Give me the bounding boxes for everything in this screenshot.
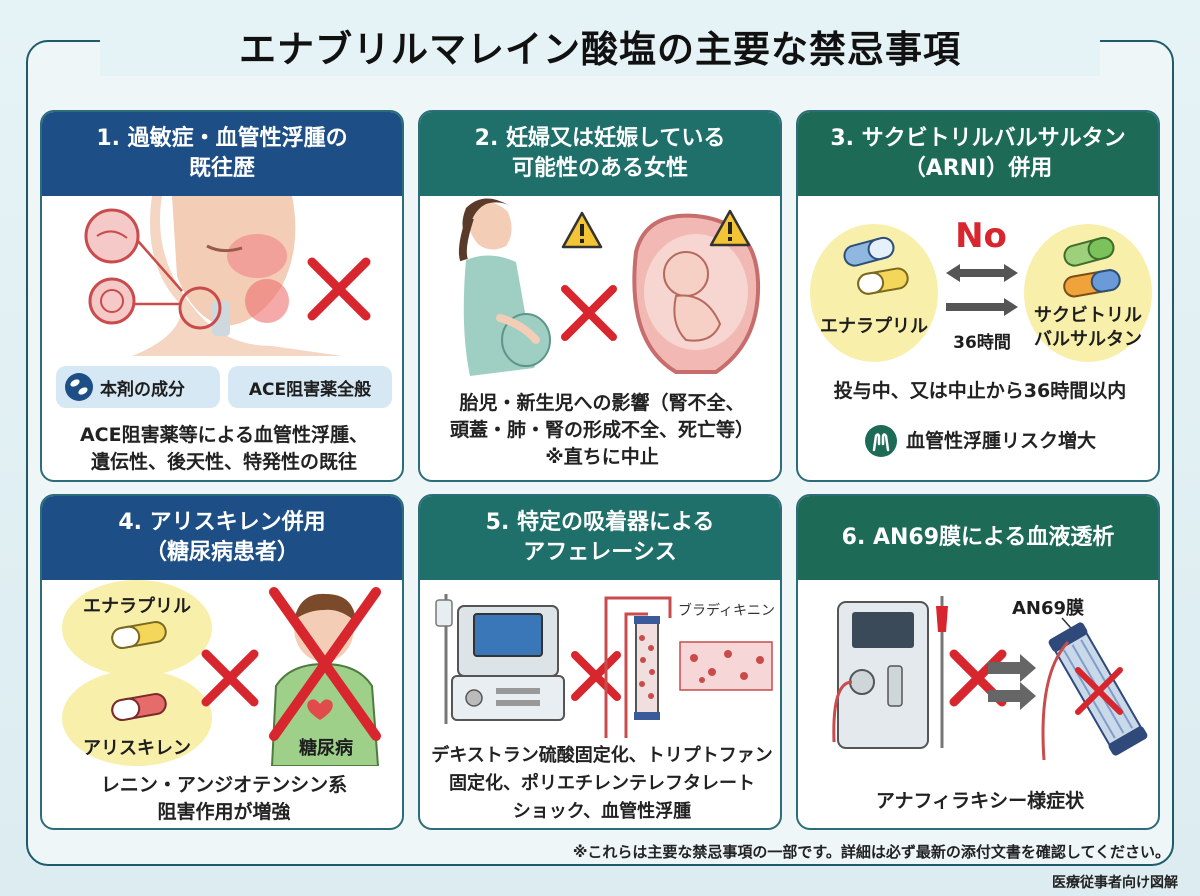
body-line: デキストラン硫酸固定化、トリプトファン [431, 745, 773, 766]
card-pregnancy: 2. 妊婦又は妊娠している 可能性のある女性 胎児・新生児への影響（腎不全、 頭… [418, 110, 782, 482]
contraindication-cross-icon [307, 257, 371, 321]
card-hypersensitivity: 1. 過敏症・血管性浮腫の 既往歴 本剤の成分 ACE阻害薬全般 ACE阻害薬等… [40, 110, 404, 482]
diabetes-patient-illustration [269, 587, 381, 766]
warning-icon [709, 209, 751, 247]
card-header-line: 2. 妊婦又は妊娠している [474, 126, 726, 151]
apheresis-machine-illustration [435, 594, 565, 724]
risk-row: 血管性浮腫リスク増大 [798, 424, 1158, 458]
no-label: No [955, 216, 1007, 256]
patient-label: 糖尿病 [299, 738, 353, 759]
title-bar: エナブリルマレイン酸塩の主要な禁忌事項 [100, 24, 1100, 76]
card-header: 5. 特定の吸着器による アフェレーシス [420, 496, 780, 580]
pill-own-ingredient: 本剤の成分 [56, 366, 220, 408]
body-line: 胎児・新生児への影響（腎不全、 [459, 392, 745, 414]
contraindication-cross-icon [201, 649, 259, 707]
contraindication-cross-icon [571, 651, 621, 701]
pill-label: ACE阻害薬全般 [248, 379, 372, 400]
an69-dialyzer-illustration [1041, 617, 1148, 761]
capsule-icon [1063, 236, 1121, 298]
card-header-line: 6. AN69膜による血液透析 [841, 525, 1115, 550]
pill-capsule-icon [65, 373, 93, 401]
card-header-line: 既往歴 [188, 156, 255, 181]
body-line: 頭蓋・肺・腎の形成不全、死亡等） [449, 419, 754, 441]
card-header: 2. 妊婦又は妊娠している 可能性のある女性 [420, 112, 780, 196]
card-apheresis: 5. 特定の吸着器による アフェレーシス ブラディキニン デキストラン硫酸固定化… [418, 494, 782, 830]
drug-label-aliskiren: アリスキレン [83, 738, 191, 759]
interval-label: 36時間 [953, 333, 1011, 353]
bradykinin-label: ブラディキニン [678, 603, 776, 619]
body-line: ※直ちに中止 [545, 446, 659, 468]
drug-label-sacubitril: サクビトリル バルサルタン [1024, 304, 1152, 352]
pill-ace-inhibitors: ACE阻害薬全般 [228, 366, 392, 408]
body-line: 固定化、ポリエチレンテレフタレート [449, 773, 755, 794]
bradykinin-vessel-illustration [679, 641, 773, 691]
an69-label: AN69膜 [1011, 598, 1085, 619]
card-header-line: 1. 過敏症・血管性浮腫の [96, 126, 348, 151]
card-header: 3. サクビトリルバルサルタン （ARNI）併用 [798, 112, 1158, 196]
right-arrow-icon [988, 654, 1036, 710]
pill-label: 本剤の成分 [100, 379, 185, 400]
card-header-line: 4. アリスキレン併用 [118, 510, 326, 535]
card-header-line: 3. サクビトリルバルサルタン [830, 126, 1126, 151]
card-body-text: ACE阻害薬等による血管性浮腫、 遺伝性、後天性、特発性の既往 [42, 422, 402, 476]
double-arrow-icon [946, 264, 1018, 282]
fetus-uterus-illustration [632, 213, 761, 374]
card-header-line: アフェレーシス [523, 540, 677, 565]
body-line: 遺伝性、後天性、特発性の既往 [90, 451, 357, 473]
body-line: 阻害作用が増強 [157, 801, 291, 823]
card-header-line: （ARNI）併用 [903, 156, 1053, 181]
body-line: ショック、血管性浮腫 [512, 801, 692, 822]
warning-icon [561, 211, 603, 249]
right-arrow-icon [946, 298, 1018, 316]
capsule-icon [843, 236, 909, 295]
card-body-text: 投与中、又は中止から36時間以内 [833, 380, 1127, 402]
risk-label: 血管性浮腫リスク増大 [905, 429, 1096, 452]
footnote: ※これらは主要な禁忌事項の一部です。詳細は必ず最新の添付文書を確認してください。 [572, 843, 1170, 861]
card-header-line: 5. 特定の吸着器による [485, 510, 715, 535]
body-line: ACE阻害薬等による血管性浮腫、 [79, 424, 369, 446]
drug-label-enalapril: エナラプリル [83, 596, 191, 617]
pregnant-woman-illustration [458, 198, 551, 376]
dialysis-machine-illustration [832, 596, 948, 749]
credit-label: 医療従事者向け図解 [1052, 875, 1178, 891]
capsule-icon [111, 693, 167, 721]
card-body-text: 胎児・新生児への影響（腎不全、 頭蓋・肺・腎の形成不全、死亡等） ※直ちに中止 [420, 390, 780, 471]
card-header-line: 可能性のある女性 [511, 156, 688, 181]
capsule-icon [111, 621, 167, 649]
drug-label-line: サクビトリル [1034, 305, 1142, 326]
card-header: 6. AN69膜による血液透析 [798, 496, 1158, 580]
card-body-text: アナフィラキシー様症状 [875, 790, 1085, 812]
card-aliskiren: 4. アリスキレン併用 （糖尿病患者） エナラプリル アリスキレン 糖尿病 レニ… [40, 494, 404, 830]
drug-label-enalapril: エナラプリル [820, 316, 928, 337]
card-body-text: レニン・アンジオテンシン系 阻害作用が増強 [42, 772, 402, 826]
card-body-text: デキストラン硫酸固定化、トリプトファン 固定化、ポリエチレンテレフタレート ショ… [420, 742, 780, 826]
card-header: 4. アリスキレン併用 （糖尿病患者） [42, 496, 402, 580]
hands-icon [864, 425, 897, 457]
card-header-line: （糖尿病患者） [144, 540, 299, 565]
page-title: エナブリルマレイン酸塩の主要な禁忌事項 [239, 28, 961, 71]
card-arni: 3. サクビトリルバルサルタン （ARNI）併用 エナラプリル サクビトリル バ… [796, 110, 1160, 482]
body-line: レニン・アンジオテンシン系 [100, 774, 348, 796]
card-an69-dialysis: 6. AN69膜による血液透析 AN69膜 アナフィラキシー様症状 [796, 494, 1160, 830]
contraindication-cross-icon [561, 285, 617, 341]
drug-label-line: バルサルタン [1034, 329, 1142, 350]
card-header: 1. 過敏症・血管性浮腫の 既往歴 [42, 112, 402, 196]
angioedema-illustration [84, 196, 342, 356]
adsorption-column-illustration [604, 596, 672, 738]
